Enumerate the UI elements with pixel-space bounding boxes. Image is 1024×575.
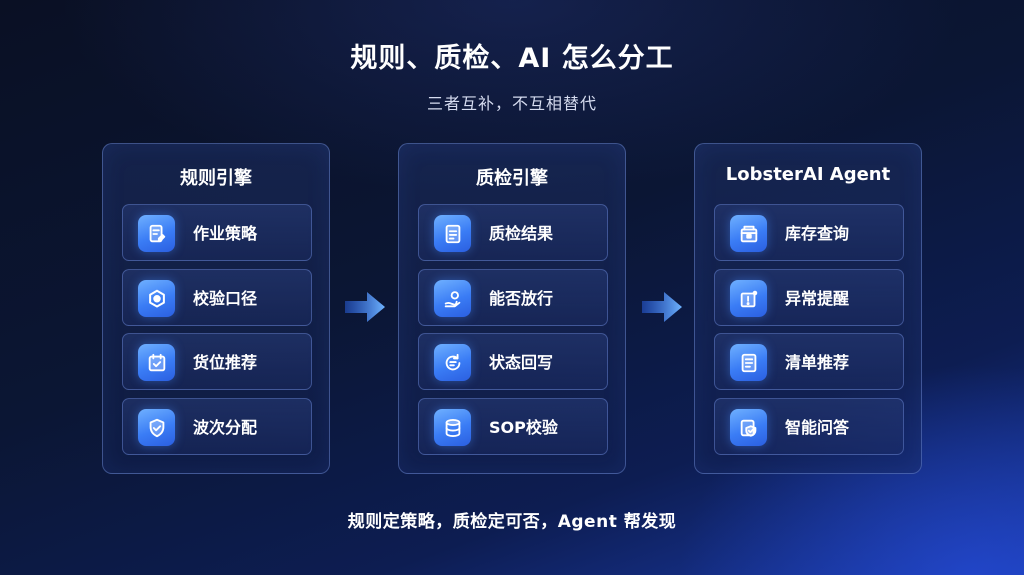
list-item-inventory-query: 库存查询 <box>714 204 904 261</box>
shield-check-icon <box>138 409 175 446</box>
item-label: 校验口径 <box>193 289 258 308</box>
panel-title: 规则引擎 <box>180 168 252 189</box>
item-label: 货位推荐 <box>193 353 258 372</box>
shield-chat-icon <box>730 409 767 446</box>
list-item-slot-recommend: 货位推荐 <box>122 333 312 390</box>
list-item-work-strategy: 作业策略 <box>122 204 312 261</box>
item-label: 状态回写 <box>489 353 554 372</box>
page-subtitle: 三者互补，不互相替代 <box>426 94 597 113</box>
item-label: SOP校验 <box>489 418 558 437</box>
item-label: 作业策略 <box>193 224 258 243</box>
list-item-smart-qa: 智能问答 <box>714 398 904 455</box>
item-label: 库存查询 <box>785 224 850 243</box>
item-label: 清单推荐 <box>785 353 850 372</box>
arrow-right-icon <box>642 292 682 322</box>
panel-rule-engine: 规则引擎 作业策略 校验口径 货位推荐 <box>102 143 330 474</box>
item-label: 异常提醒 <box>785 289 850 308</box>
list-icon <box>730 344 767 381</box>
list-item-wave-allocation: 波次分配 <box>122 398 312 455</box>
list-item-validation-scope: 校验口径 <box>122 269 312 326</box>
box-icon <box>730 215 767 252</box>
list-item-exception-alert: 异常提醒 <box>714 269 904 326</box>
list-item-status-writeback: 状态回写 <box>418 333 608 390</box>
panel-lobsterai-agent: LobsterAI Agent 库存查询 异常提醒 <box>694 143 922 474</box>
list-item-release-check: 能否放行 <box>418 269 608 326</box>
item-label: 能否放行 <box>489 289 554 308</box>
item-label: 质检结果 <box>489 224 554 243</box>
hand-pass-icon <box>434 280 471 317</box>
panel-qc-engine: 质检引擎 质检结果 能否放行 状态回写 <box>398 143 626 474</box>
footer-summary: 规则定策略，质检定可否，Agent 帮发现 <box>347 512 677 532</box>
document-edit-icon <box>138 215 175 252</box>
list-item-list-recommend: 清单推荐 <box>714 333 904 390</box>
document-list-icon <box>434 215 471 252</box>
calendar-check-icon <box>138 344 175 381</box>
panel-title: LobsterAI Agent <box>725 164 891 185</box>
panel-title: 质检引擎 <box>476 168 548 189</box>
hexagon-shield-icon <box>138 280 175 317</box>
alert-box-icon <box>730 280 767 317</box>
page-title: 规则、质检、AI 怎么分工 <box>350 43 674 74</box>
list-item-sop-check: SOP校验 <box>418 398 608 455</box>
item-label: 智能问答 <box>785 418 850 437</box>
list-item-qc-result: 质检结果 <box>418 204 608 261</box>
writeback-icon <box>434 344 471 381</box>
database-icon <box>434 409 471 446</box>
arrow-right-icon <box>345 292 385 322</box>
item-label: 波次分配 <box>193 418 258 437</box>
